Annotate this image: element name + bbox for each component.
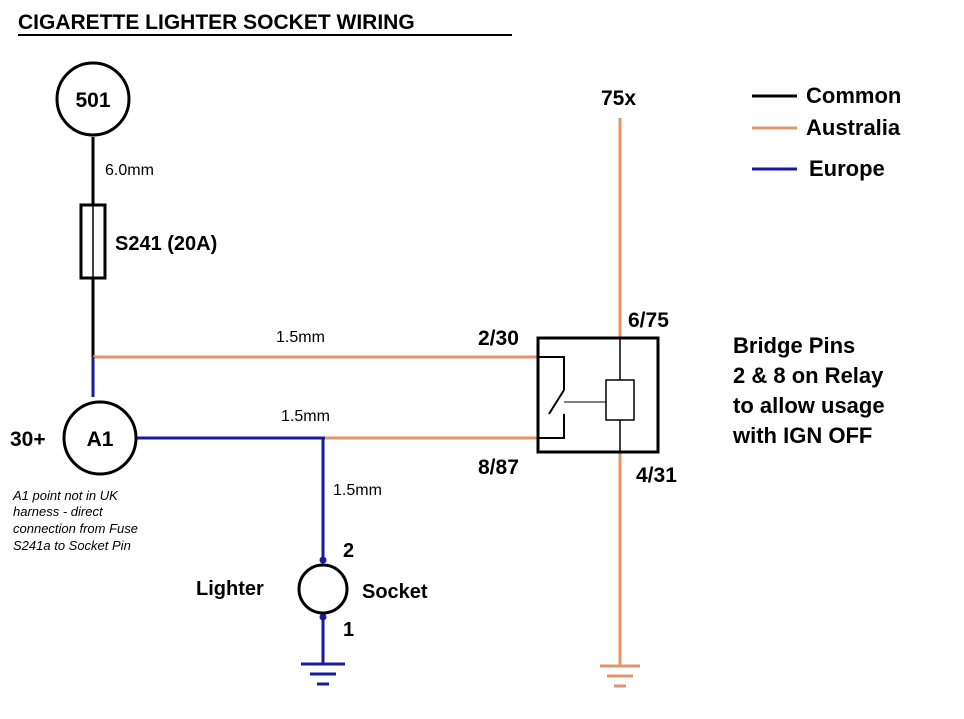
a1-note-line-3: connection from Fuse [13,521,138,536]
legend-label-europe: Europe [809,156,885,181]
socket-left-label: Lighter [196,578,264,600]
socket-right-label: Socket [362,581,428,603]
bridge-note-line-2: 2 & 8 on Relay [733,363,884,388]
relay-body [536,336,660,454]
relay [536,336,660,454]
relay-pin-4-31: 4/31 [636,464,677,487]
terminal-a1 [62,400,138,476]
relay-contact-lower [538,414,565,439]
relay-pin-2-30: 2/30 [478,327,519,350]
socket-pin-1-dot [319,613,327,621]
terminal-501-label: 501 [75,89,110,112]
a1-note-line-4: S241a to Socket Pin [13,538,131,553]
socket-wire-gauge: 1.5mm [333,482,382,499]
terminal-a1-label: A1 [87,428,114,451]
fuse-wire-gauge: 6.0mm [105,162,154,179]
diagram-title: CIGARETTE LIGHTER SOCKET WIRING [18,11,415,34]
a1-voltage-label: 30+ [10,428,46,451]
bridge-note: Bridge Pins 2 & 8 on Relay to allow usag… [732,333,885,448]
a1-note-line-2: harness - direct [13,504,104,519]
fuse-label: S241 (20A) [115,233,217,255]
terminal-501 [55,61,131,137]
a1-note-line-1: A1 point not in UK [12,488,119,503]
legend: Common Australia Europe [752,83,901,181]
socket-pin-1-label: 1 [343,619,354,641]
socket-pin-2-label: 2 [343,540,354,562]
a1-note: A1 point not in UK harness - direct conn… [12,488,138,553]
lower-wire-gauge: 1.5mm [281,408,330,425]
lighter-socket [297,563,349,615]
upper-wire-gauge: 1.5mm [276,329,325,346]
legend-label-australia: Australia [806,115,901,140]
bridge-note-line-1: Bridge Pins [733,333,855,358]
bridge-note-line-4: with IGN OFF [732,423,872,448]
bridge-note-line-3: to allow usage [733,393,885,418]
ground-icon [600,664,640,688]
ground-icon [301,662,345,686]
relay-switch-arm [548,389,565,415]
socket-pin-2-dot [319,556,327,564]
relay-pin-6-75: 6/75 [628,309,669,332]
relay-coil [605,379,635,421]
relay-pin-8-87: 8/87 [478,456,519,479]
supply-75x-label: 75x [601,87,636,110]
legend-label-common: Common [806,83,901,108]
relay-contact-upper [538,356,565,390]
